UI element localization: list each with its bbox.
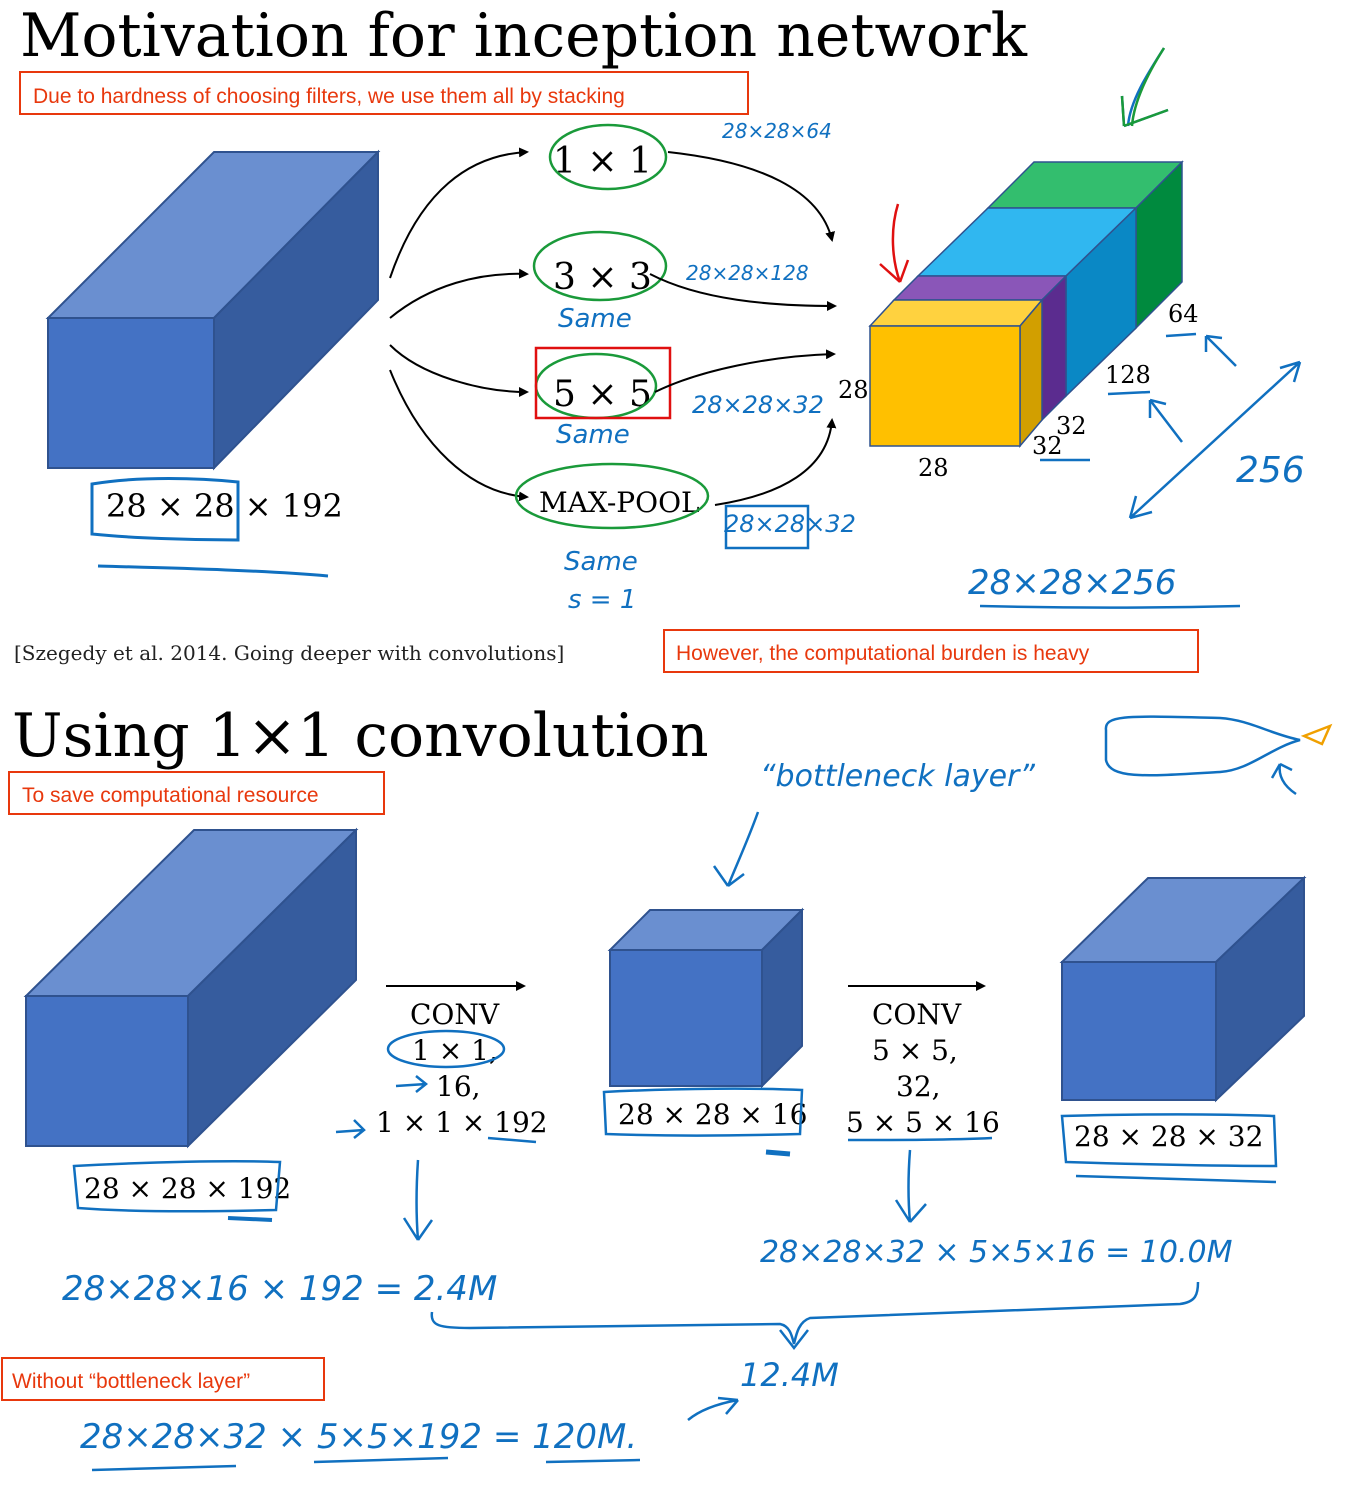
ink-underline-output: [1075, 1174, 1277, 1184]
ink-green-arrow: [1130, 47, 1166, 127]
stack-green-label: 64: [1168, 300, 1199, 328]
ink-underline-input: [97, 564, 329, 578]
ink-red-box-5x5: [534, 346, 672, 420]
ink-box-pool-dims: [724, 504, 810, 550]
out-dims-pool: 28×28×32: [724, 510, 856, 538]
filter-1x1: 1 × 1: [553, 141, 652, 182]
out-dims-5x5: 28×28×32: [692, 391, 824, 419]
cost-conv2: 28×28×32 × 5×5×16 = 10.0M: [760, 1235, 1233, 1270]
stride-note-pool: s = 1: [568, 585, 636, 615]
stack-blue-label: 128: [1105, 361, 1151, 389]
top-title: Motivation for inception network: [20, 1, 1028, 71]
note-box-stacking: [19, 71, 749, 115]
ink-underline-192: [227, 1216, 273, 1222]
ink-mark-16: [765, 1149, 791, 1157]
conv2-shape: 5 × 5 × 16: [846, 1106, 1000, 1139]
stack-yellow-label: 32: [1032, 432, 1063, 460]
bottom-title: Using 1×1 convolution: [12, 701, 709, 771]
ink-bottle-arrow: [1270, 762, 1297, 796]
bottle-cap-doodle: [1300, 723, 1333, 746]
ink-underline-total: [979, 604, 1241, 609]
middle-volume: [607, 907, 805, 1089]
depth-total: 256: [1236, 450, 1305, 491]
same-note-3x3: Same: [558, 304, 632, 334]
ink-stack-marks: [1040, 47, 1302, 520]
output-dims-total: 28×28×256: [968, 563, 1176, 603]
out-dims-1x1: 28×28×64: [722, 119, 832, 143]
note-box-save: [8, 771, 385, 815]
ink-box-middle: [602, 1087, 804, 1137]
note-burden-text: However, the computational burden is hea…: [676, 642, 1090, 665]
ink-red-arrow: [879, 203, 910, 283]
output-dims-bottom: 28 × 28 × 32: [1074, 1120, 1263, 1153]
ink-bottleneck-arrow: [712, 811, 760, 887]
ink-circle-input: [90, 477, 240, 542]
ink-brace-arrow: [779, 1329, 809, 1351]
ink-conv1-ticks: [335, 1075, 537, 1241]
bottleneck-label: “bottleneck layer”: [760, 759, 1035, 794]
note-without-text: Without “bottleneck layer”: [12, 1370, 250, 1393]
cost-conv1: 28×28×16 × 192 = 2.4M: [62, 1269, 497, 1309]
same-note-pool: Same: [564, 547, 638, 577]
conv2-count: 32,: [896, 1070, 941, 1103]
conv2-kernel: 5 × 5,: [872, 1034, 958, 1067]
ink-conv2-marks: [847, 1136, 993, 1223]
ink-circle-conv1: [386, 1029, 506, 1069]
stack-purple-label: 32: [1056, 412, 1087, 440]
stack-width-label: 28: [918, 454, 949, 482]
conv1-title: CONV: [410, 998, 500, 1031]
branch-arrows-out: [649, 151, 837, 506]
out-dims-3x3: 28×28×128: [686, 261, 809, 285]
stacked-output-volume: [868, 160, 1184, 449]
note-save-text: To save computational resource: [22, 784, 319, 807]
middle-dims: 28 × 28 × 16: [618, 1098, 807, 1131]
ink-box-output: [1060, 1113, 1278, 1168]
filter-3x3: 3 × 3: [553, 257, 652, 298]
ink-without-underlines: [91, 1396, 739, 1472]
input-volume-top: [45, 149, 381, 471]
filter-5x5: 5 × 5: [553, 374, 652, 415]
ink-sum-brace: [430, 1281, 1200, 1345]
bottle-doodle: [1104, 715, 1301, 777]
stack-height-label: 28: [838, 376, 869, 404]
conv1-count: 16,: [436, 1070, 481, 1103]
input-dims-top: 28 × 28 × 192: [106, 487, 343, 525]
cost-total: 12.4M: [740, 1356, 839, 1394]
filter-maxpool: MAX-POOL: [539, 486, 700, 519]
note-stacking-text: Due to hardness of choosing filters, we …: [33, 85, 625, 108]
same-note-5x5: Same: [556, 420, 630, 450]
input-volume-bottom: [23, 827, 359, 1149]
input-dims-bottom: 28 × 28 × 192: [84, 1172, 291, 1205]
note-box-burden: [663, 629, 1199, 673]
ink-green-arrow-head: [1120, 95, 1169, 128]
branch-arrows-in: [389, 147, 529, 502]
ink-box-input-bottom: [72, 1159, 282, 1213]
output-volume-bottom: [1059, 875, 1307, 1103]
cost-without: 28×28×32 × 5×5×192 = 120M.: [80, 1417, 637, 1457]
citation: [Szegedy et al. 2014. Going deeper with …: [14, 641, 564, 665]
note-box-without: [1, 1357, 325, 1401]
conv2-title: CONV: [872, 998, 962, 1031]
conv1-shape: 1 × 1 × 192: [376, 1106, 548, 1139]
